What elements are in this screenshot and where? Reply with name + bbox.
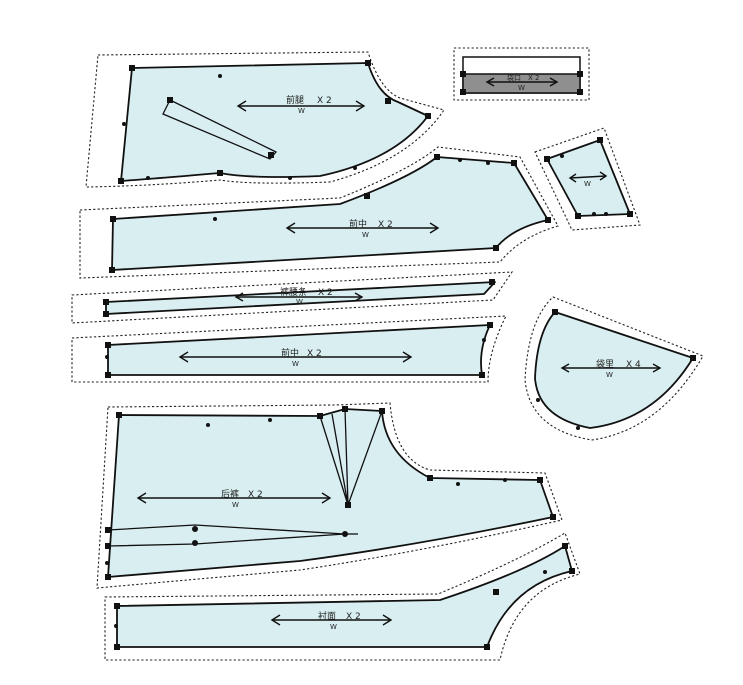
piece-pocket-bag: 袋里 X 4 W [524, 296, 704, 441]
piece-front-center: 前中 X 2 W [79, 146, 559, 279]
piece-front-rise: 前腿 X 2 W [85, 51, 445, 188]
grain-arrow [234, 292, 364, 302]
piece-label: 衬面 [318, 610, 336, 622]
piece-mark: W [362, 231, 369, 239]
piece-mark: W [296, 298, 303, 306]
piece-mark: W [518, 84, 525, 92]
piece-label: 袋口 [507, 73, 521, 82]
piece-lining: 衬面 X 2 W [104, 532, 581, 661]
piece-mark: W [232, 501, 239, 509]
grain-arrow [236, 100, 366, 112]
grain-arrow [485, 77, 559, 87]
piece-count: X 2 [378, 220, 393, 230]
piece-label: 前中 [349, 218, 367, 230]
piece-count: X 4 [626, 360, 641, 370]
piece-label: 袋里 [596, 358, 614, 370]
piece-count: X 2 [528, 74, 539, 82]
piece-mark: W [584, 180, 591, 188]
piece-label: 后裤 [221, 488, 239, 500]
piece-count: X 2 [318, 288, 333, 298]
grain-arrow [560, 363, 662, 373]
piece-back-leg: 后裤 X 2 W [96, 402, 563, 589]
piece-mark: W [298, 107, 305, 115]
grain-arrow [136, 492, 332, 504]
piece-label: 前腿 [286, 94, 304, 106]
piece-mark: W [330, 623, 337, 631]
piece-side-small: W [534, 127, 641, 231]
piece-count: X 2 [317, 96, 332, 106]
grain-arrow [270, 614, 393, 626]
grain-arrow [178, 351, 413, 363]
piece-count: X 2 [248, 490, 263, 500]
grain-arrow [285, 222, 440, 234]
piece-front-center-2: 前中 X 2 W [71, 315, 507, 383]
piece-count: X 2 [307, 349, 322, 359]
grain-arrow [568, 171, 608, 183]
piece-mark: W [606, 371, 613, 379]
piece-label: 前中 [281, 347, 299, 359]
piece-mark: W [292, 360, 299, 368]
piece-pocket-facing: 袋口 X 2 W [453, 47, 590, 101]
piece-count: X 2 [346, 612, 361, 622]
piece-label: 裤腰条 [280, 286, 307, 298]
piece-waistband: 裤腰条 X 2 W [71, 271, 514, 324]
